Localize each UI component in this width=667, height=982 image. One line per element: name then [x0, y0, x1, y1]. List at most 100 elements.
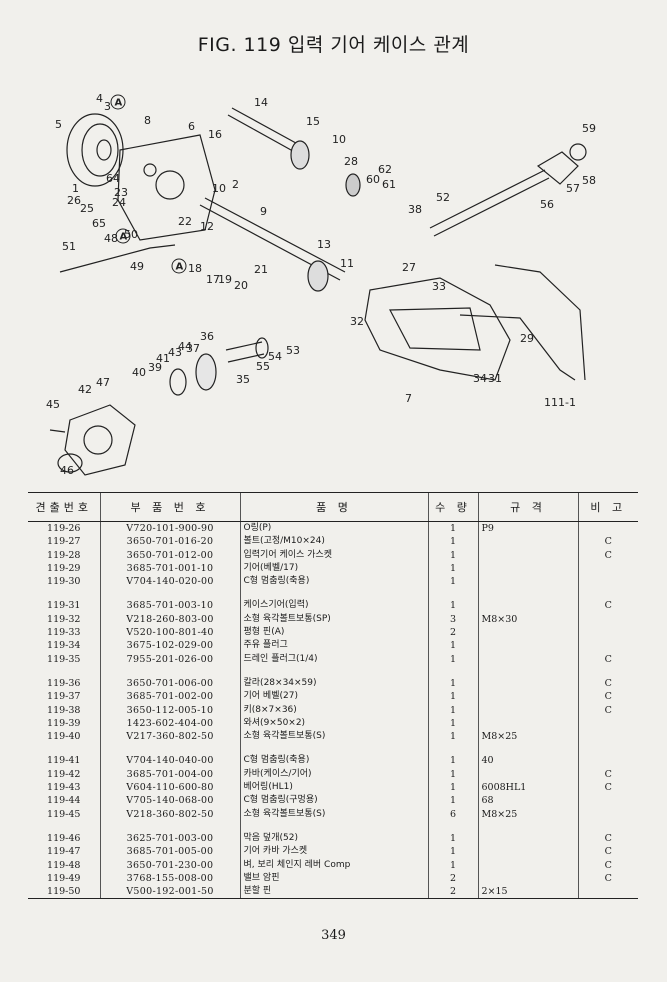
remark-cell: C	[577, 781, 638, 795]
ref-no-cell: 119-29	[47, 562, 81, 574]
callout-label: 62	[378, 163, 392, 176]
quantity-cell: 1	[427, 858, 478, 872]
callout-label: 18	[188, 262, 202, 275]
spec-cell: 68	[477, 794, 578, 808]
part-number-cell: 3768-155-008-00	[99, 871, 240, 886]
callout-label: 58	[582, 174, 596, 187]
reference-marker-circle	[115, 228, 131, 244]
header-spec: 규 격	[477, 492, 578, 522]
spec-cell: P9	[477, 521, 578, 536]
part-number-cell: 3650-701-012-00	[99, 548, 240, 562]
reference-marker-label: A	[120, 232, 128, 243]
part-number-cell: V604-110-600-80	[99, 781, 240, 795]
callout-label: 14	[254, 96, 268, 109]
spec-cell: M8×30	[477, 612, 578, 627]
quantity-cell: 1	[427, 535, 478, 549]
header-quantity: 수 량	[427, 492, 478, 522]
spacer-cell	[577, 588, 638, 600]
spacer-cell	[577, 820, 638, 832]
spacer-cell	[577, 743, 638, 755]
ref-no-cell: 119-27	[47, 536, 81, 548]
part-name-cell: 소형 육각볼트보통(S)	[239, 807, 428, 821]
callout-label: 46	[60, 464, 74, 477]
callout-label: 35	[236, 373, 250, 386]
quantity-cell: 2	[427, 871, 478, 886]
part-name-cell: 케이스기어(입력)	[239, 599, 428, 613]
part-number-cell: V500-192-001-50	[99, 885, 240, 900]
callout-label: 6	[188, 120, 195, 133]
header-ref-no: 견출번호	[28, 492, 100, 522]
callout-label: 4	[96, 92, 103, 105]
part-number-cell: 3650-701-006-00	[99, 676, 240, 691]
remark-cell	[577, 885, 638, 900]
remark-cell	[577, 754, 638, 768]
reference-marker-label: A	[115, 98, 123, 109]
callout-label: 10	[212, 182, 226, 195]
group-spacer	[28, 588, 638, 600]
spec-cell	[477, 703, 578, 717]
callout-label: 44	[178, 340, 192, 353]
remark-cell: C	[577, 858, 638, 872]
spec-cell	[477, 639, 578, 653]
gear-cover-part	[64, 404, 136, 476]
part-name-cell: 주유 플러그	[239, 639, 428, 653]
spacer-cell	[28, 588, 100, 599]
part-name-cell: 막음 덮개(52)	[239, 831, 428, 846]
ref-no-cell: 119-35	[47, 653, 81, 665]
callout-label: 65	[92, 217, 106, 230]
callout-label: 20	[234, 279, 248, 292]
callout-label: 17	[206, 273, 220, 286]
remark-cell	[577, 575, 638, 589]
callout-label: 52	[436, 191, 450, 204]
quantity-cell: 1	[427, 703, 478, 717]
spacer-cell	[28, 666, 100, 677]
part-name-cell: 입력기어 케이스 가스켓	[239, 548, 428, 562]
callout-label: 8	[144, 114, 151, 127]
part-name-cell: 평형 핀(A)	[239, 626, 428, 640]
quantity-cell: 1	[427, 561, 478, 576]
ref-no-cell: 119-42	[47, 768, 81, 780]
spec-cell	[477, 871, 578, 886]
spec-cell	[477, 767, 578, 782]
quantity-cell: 1	[427, 652, 478, 666]
spec-cell	[477, 858, 578, 872]
remark-cell	[577, 794, 638, 808]
callout-label: 47	[96, 376, 110, 389]
quantity-cell: 1	[427, 639, 478, 653]
callout-label: 64	[106, 172, 120, 185]
ref-no-cell: 119-40	[47, 731, 81, 743]
spec-cell	[477, 561, 578, 576]
quantity-cell: 3	[427, 612, 478, 627]
ref-no-cell: 119-30	[47, 576, 81, 588]
part-name-cell: C형 멈춤링(구멍용)	[239, 794, 428, 808]
reference-marker-circle	[171, 258, 187, 274]
remark-cell	[577, 639, 638, 653]
part-number-cell: 3685-701-002-00	[99, 690, 240, 704]
part-number-cell: V218-360-802-50	[99, 807, 240, 821]
quantity-cell: 1	[427, 548, 478, 562]
spec-cell: M8×25	[477, 730, 578, 744]
part-number-cell: 3685-701-004-00	[99, 767, 240, 782]
spacer-cell	[99, 820, 240, 832]
callout-label: 2	[232, 178, 239, 191]
spec-cell	[477, 831, 578, 846]
callout-label: 55	[256, 360, 270, 373]
ref-no-cell: 119-44	[47, 795, 81, 807]
callout-label: 49	[130, 260, 144, 273]
callout-label: 40	[132, 366, 146, 379]
callout-label: 28	[344, 155, 358, 168]
callout-label: 13	[317, 238, 331, 251]
callout-label: 36	[200, 330, 214, 343]
callout-label: 51	[62, 240, 76, 253]
